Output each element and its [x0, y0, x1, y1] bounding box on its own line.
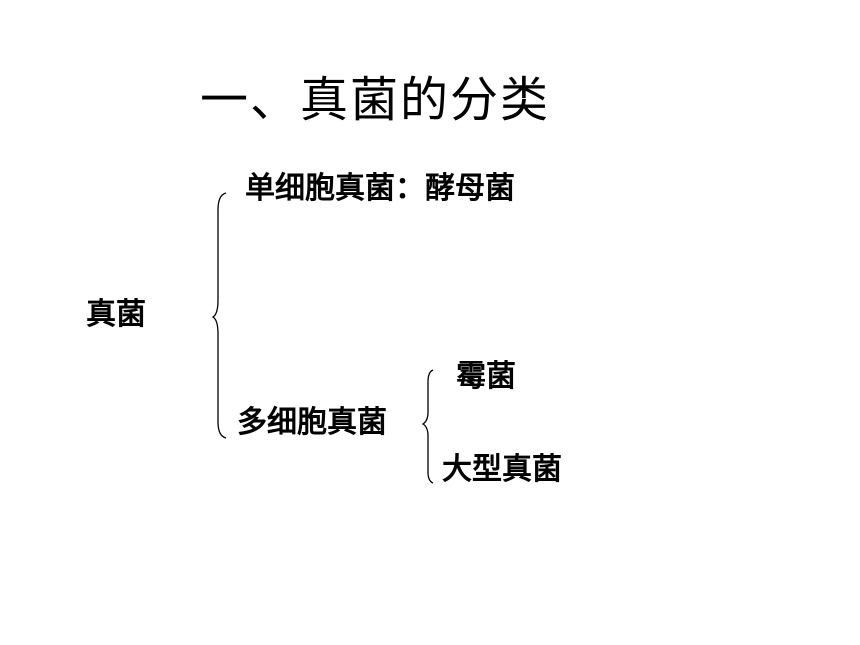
node-mold: 霉菌 [456, 359, 516, 394]
node-unicellular-fungi: 单细胞真菌：酵母菌 [245, 171, 515, 206]
node-fungi: 真菌 [86, 297, 146, 332]
slide-title: 一、真菌的分类 [200, 72, 551, 128]
node-multicellular-fungi: 多细胞真菌 [237, 405, 387, 440]
multicellular-brace [421, 369, 434, 484]
root-brace [211, 192, 227, 439]
node-large-fungi: 大型真菌 [442, 452, 562, 487]
